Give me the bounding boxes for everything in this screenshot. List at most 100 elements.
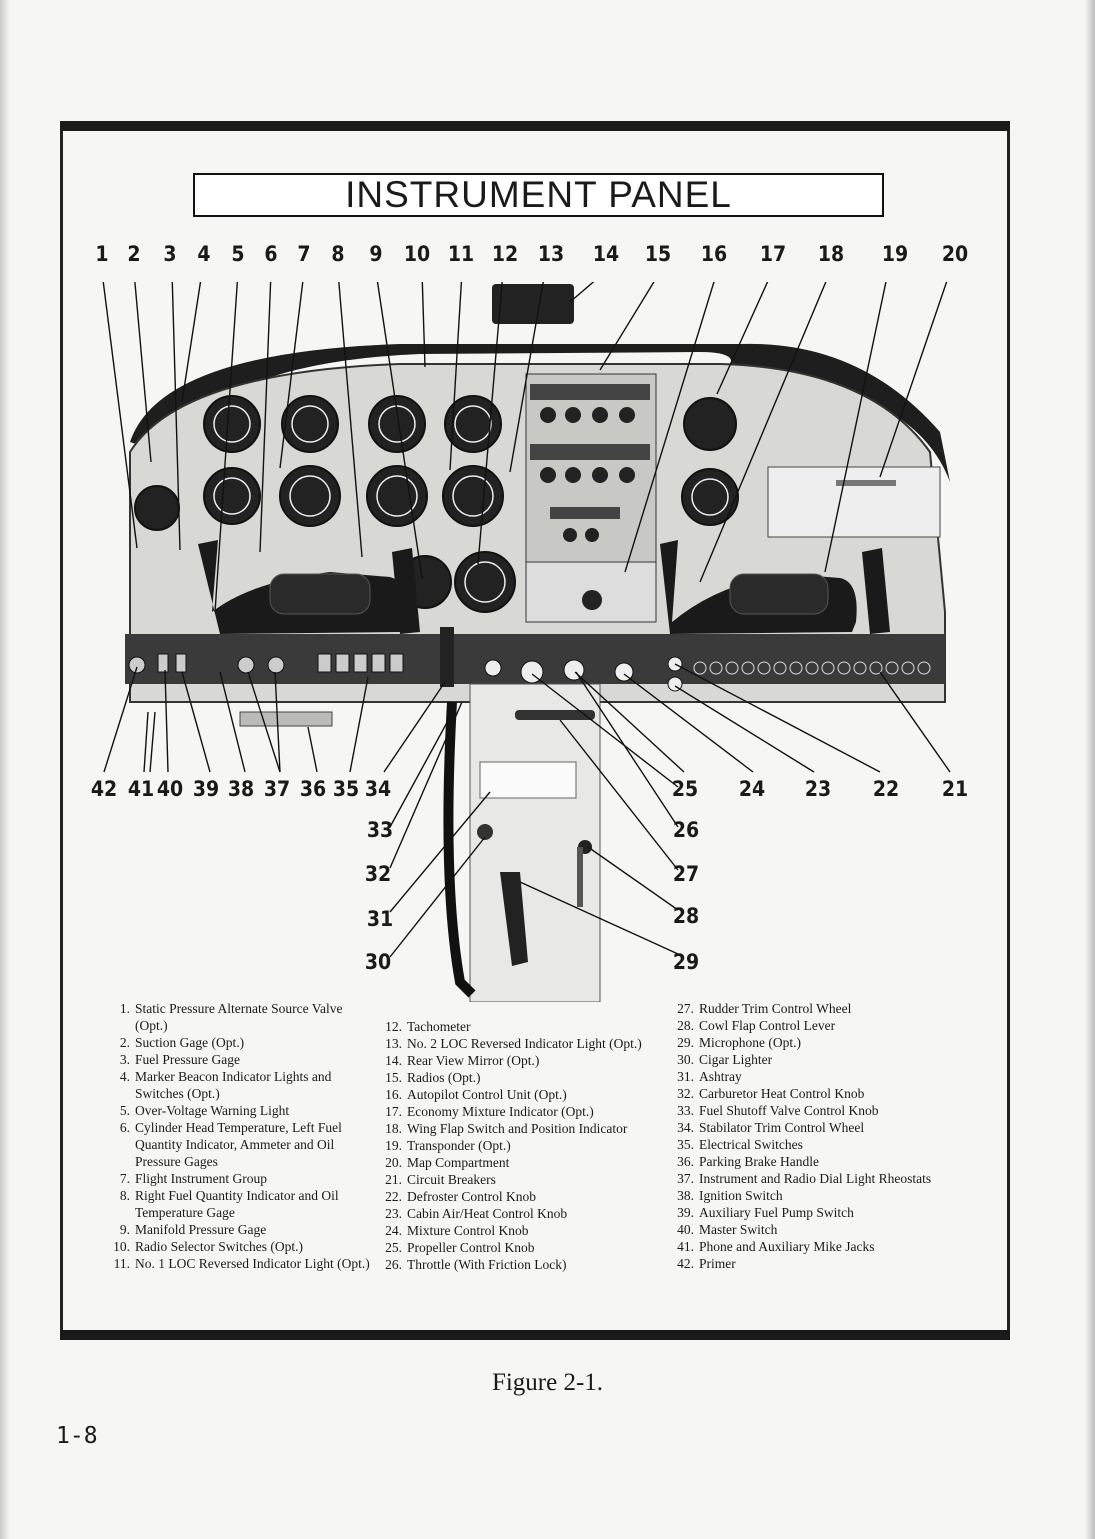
legend-item-text: Ignition Switch	[699, 1188, 783, 1203]
legend-item-number: 15.	[385, 1070, 402, 1085]
callout-27: 27	[672, 862, 700, 886]
callout-38: 38	[227, 777, 255, 801]
callout-19: 19	[881, 242, 909, 266]
callout-5: 5	[231, 242, 245, 266]
legend-item: 16. Autopilot Control Unit (Opt.)	[380, 1086, 680, 1103]
legend-item: 26.Throttle (With Friction Lock)	[380, 1256, 680, 1273]
legend-item-number: 37.	[677, 1171, 694, 1186]
legend-item-number: 17.	[385, 1104, 402, 1119]
legend-item: 25.Propeller Control Knob	[380, 1239, 680, 1256]
legend-item: 41.Phone and Auxiliary Mike Jacks	[672, 1238, 972, 1255]
callout-34: 34	[364, 777, 392, 801]
legend-item-number: 33.	[677, 1103, 694, 1118]
legend-item: 24.Mixture Control Knob	[380, 1222, 680, 1239]
legend-item-number: 29.	[677, 1035, 694, 1050]
callout-4: 4	[197, 242, 211, 266]
callout-6: 6	[264, 242, 278, 266]
legend-item: 30.Cigar Lighter	[672, 1051, 972, 1068]
legend-item-number: 19.	[385, 1138, 402, 1153]
legend-item-number: 16.	[385, 1087, 402, 1102]
legend-item-number: 27.	[677, 1001, 694, 1016]
legend-item-number: 21.	[385, 1172, 402, 1187]
callout-20: 20	[941, 242, 969, 266]
legend-item-number: 18.	[385, 1121, 402, 1136]
legend-item-number: 41.	[677, 1239, 694, 1254]
legend-item: 17.Economy Mixture Indicator (Opt.)	[380, 1103, 680, 1120]
legend-item-text: Cowl Flap Control Lever	[699, 1018, 836, 1033]
legend-item-text: No. 2 LOC Reversed Indicator Light (Opt.…	[407, 1036, 642, 1051]
legend-item-text: Electrical Switches	[699, 1137, 803, 1152]
legend-item-text: No. 1 LOC Reversed Indicator Light (Opt.…	[135, 1256, 370, 1271]
legend-item-number: 9.	[119, 1222, 130, 1237]
figure-frame	[60, 121, 1010, 1340]
legend-item: 31.Ashtray	[672, 1068, 972, 1085]
legend-item-text: Instrument and Radio Dial Light Rheostat…	[699, 1171, 932, 1186]
legend-item-text: Marker Beacon Indicator Lights and Switc…	[135, 1069, 332, 1101]
legend-item-number: 14.	[385, 1053, 402, 1068]
legend-item: 37. Instrument and Radio Dial Light Rheos…	[672, 1170, 972, 1187]
legend-item-number: 1.	[119, 1001, 130, 1016]
legend-item: 3.Fuel Pressure Gage	[108, 1051, 370, 1068]
legend-item: 1. Static Pressure Alternate Source Valve…	[108, 1000, 370, 1034]
legend-item-number: 36.	[677, 1154, 694, 1169]
legend-item: 23.Cabin Air/Heat Control Knob	[380, 1205, 680, 1222]
legend-item-text: Rudder Trim Control Wheel	[699, 1001, 852, 1016]
legend-item-number: 6.	[119, 1120, 130, 1135]
legend-item: 33.Fuel Shutoff Valve Control Knob	[672, 1102, 972, 1119]
legend-item-text: Right Fuel Quantity Indicator and Oil Te…	[135, 1188, 339, 1220]
callout-22: 22	[872, 777, 900, 801]
legend-item: 15.Radios (Opt.)	[380, 1069, 680, 1086]
callout-40: 40	[156, 777, 184, 801]
callout-33: 33	[366, 818, 394, 842]
callout-9: 9	[369, 242, 383, 266]
callout-3: 3	[163, 242, 177, 266]
legend-item-number: 3.	[119, 1052, 130, 1067]
legend-item-number: 5.	[119, 1103, 130, 1118]
legend-item-number: 24.	[385, 1223, 402, 1238]
legend-item: 6.Cylinder Head Temperature, Left Fuel Q…	[108, 1119, 370, 1170]
figure-top-rule	[60, 121, 1010, 131]
legend-item-text: Carburetor Heat Control Knob	[699, 1086, 865, 1101]
legend-item: 22.Defroster Control Knob	[380, 1188, 680, 1205]
legend-item: 12.Tachometer	[380, 1018, 680, 1035]
legend-item-text: Suction Gage (Opt.)	[135, 1035, 245, 1050]
callout-11: 11	[447, 242, 475, 266]
legend-item: 29.Microphone (Opt.)	[672, 1034, 972, 1051]
legend-item: 10.Radio Selector Switches (Opt.)	[108, 1238, 370, 1255]
callout-12: 12	[491, 242, 519, 266]
legend-item-number: 4.	[119, 1069, 130, 1084]
legend-item: 21.Circuit Breakers	[380, 1171, 680, 1188]
legend-item-text: Stabilator Trim Control Wheel	[699, 1120, 865, 1135]
callout-25: 25	[671, 777, 699, 801]
legend-item-text: Transponder (Opt.)	[407, 1138, 511, 1153]
legend-item-number: 8.	[119, 1188, 130, 1203]
legend-item-text: Autopilot Control Unit (Opt.)	[407, 1087, 567, 1102]
legend-item-number: 11.	[113, 1256, 130, 1271]
figure-caption: Figure 2-1.	[491, 1369, 604, 1396]
callout-42: 42	[90, 777, 118, 801]
legend-item: 9.Manifold Pressure Gage	[108, 1221, 370, 1238]
callout-7: 7	[297, 242, 311, 266]
legend-item-number: 38.	[677, 1188, 694, 1203]
legend-item-text: Primer	[699, 1256, 736, 1271]
legend-item-number: 30.	[677, 1052, 694, 1067]
callout-26: 26	[672, 818, 700, 842]
instrument-panel-photo	[102, 282, 951, 1002]
legend-item-number: 25.	[385, 1240, 402, 1255]
legend-item-text: Auxiliary Fuel Pump Switch	[699, 1205, 854, 1220]
legend-item-text: Flight Instrument Group	[135, 1171, 267, 1186]
page-edge-shadow	[1085, 0, 1095, 1539]
legend-item-text: Static Pressure Alternate Source Valve (…	[135, 1001, 343, 1033]
page-number: 1-8	[56, 1423, 98, 1449]
legend-item: 20.Map Compartment	[380, 1154, 680, 1171]
legend-item-number: 39.	[677, 1205, 694, 1220]
legend-item: 18.Wing Flap Switch and Position Indicat…	[380, 1120, 680, 1137]
legend-item-number: 23.	[385, 1206, 402, 1221]
legend-item-text: Map Compartment	[407, 1155, 510, 1170]
legend-item: 34.Stabilator Trim Control Wheel	[672, 1119, 972, 1136]
legend-item-number: 42.	[677, 1256, 694, 1271]
callout-36: 36	[299, 777, 327, 801]
callout-14: 14	[592, 242, 620, 266]
